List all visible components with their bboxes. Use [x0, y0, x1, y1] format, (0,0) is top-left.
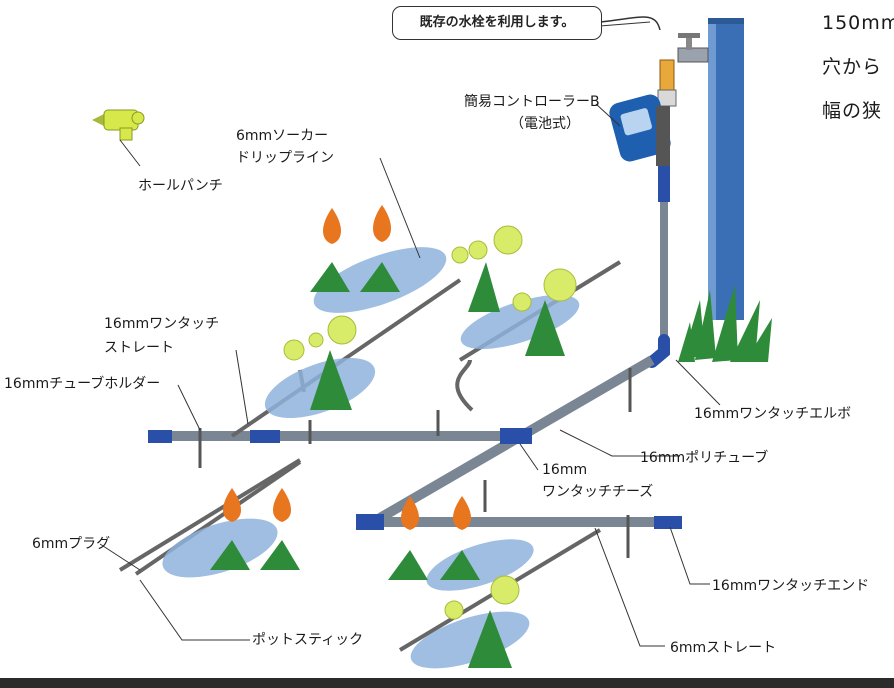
side-text-line-2: 穴から — [822, 56, 883, 78]
callout-box: 既存の水栓を利用します。 — [392, 6, 602, 40]
side-text-line-3: 幅の狭 — [822, 100, 883, 122]
label-plug6: 6mmプラグ — [32, 536, 111, 552]
leader-lines — [99, 21, 721, 647]
label-straight6: 6mmストレート — [670, 640, 777, 656]
label-pot-stick: ポットスティック — [252, 632, 364, 648]
label-end16: 16mmワンタッチエンド — [712, 578, 870, 594]
post-grass — [678, 285, 772, 362]
hole-punch-icon — [92, 109, 145, 141]
label-straight16: 16mmワンタッチ — [104, 316, 220, 332]
label-hole-punch: ホールパンチ — [138, 178, 223, 194]
label-controller: 簡易コントローラーB — [464, 94, 600, 110]
label-elbow: 16mmワンタッチエルボ — [694, 406, 852, 422]
faucet-icon — [657, 33, 709, 107]
callout-arrow-icon — [599, 16, 661, 31]
label-soaker-sub: ドリップライン — [236, 150, 334, 166]
label-tube-holder: 16mmチューブホルダー — [4, 376, 161, 392]
ball-plants — [283, 225, 577, 668]
label-tees-sub: ワンタッチチーズ — [542, 484, 654, 500]
label-controller-sub: （電池式） — [510, 116, 580, 132]
label-straight16-sub: ストレート — [104, 340, 174, 356]
label-poly-tube: 16mmポリチューブ — [640, 450, 769, 466]
flower-plants — [210, 205, 480, 580]
water-post — [708, 18, 744, 320]
label-soaker: 6mmソーカー — [236, 128, 329, 144]
bottom-divider — [0, 678, 894, 688]
side-text-line-1: 150mm — [822, 12, 894, 34]
controller-device — [609, 94, 671, 166]
label-tees: 16mm — [542, 462, 588, 478]
